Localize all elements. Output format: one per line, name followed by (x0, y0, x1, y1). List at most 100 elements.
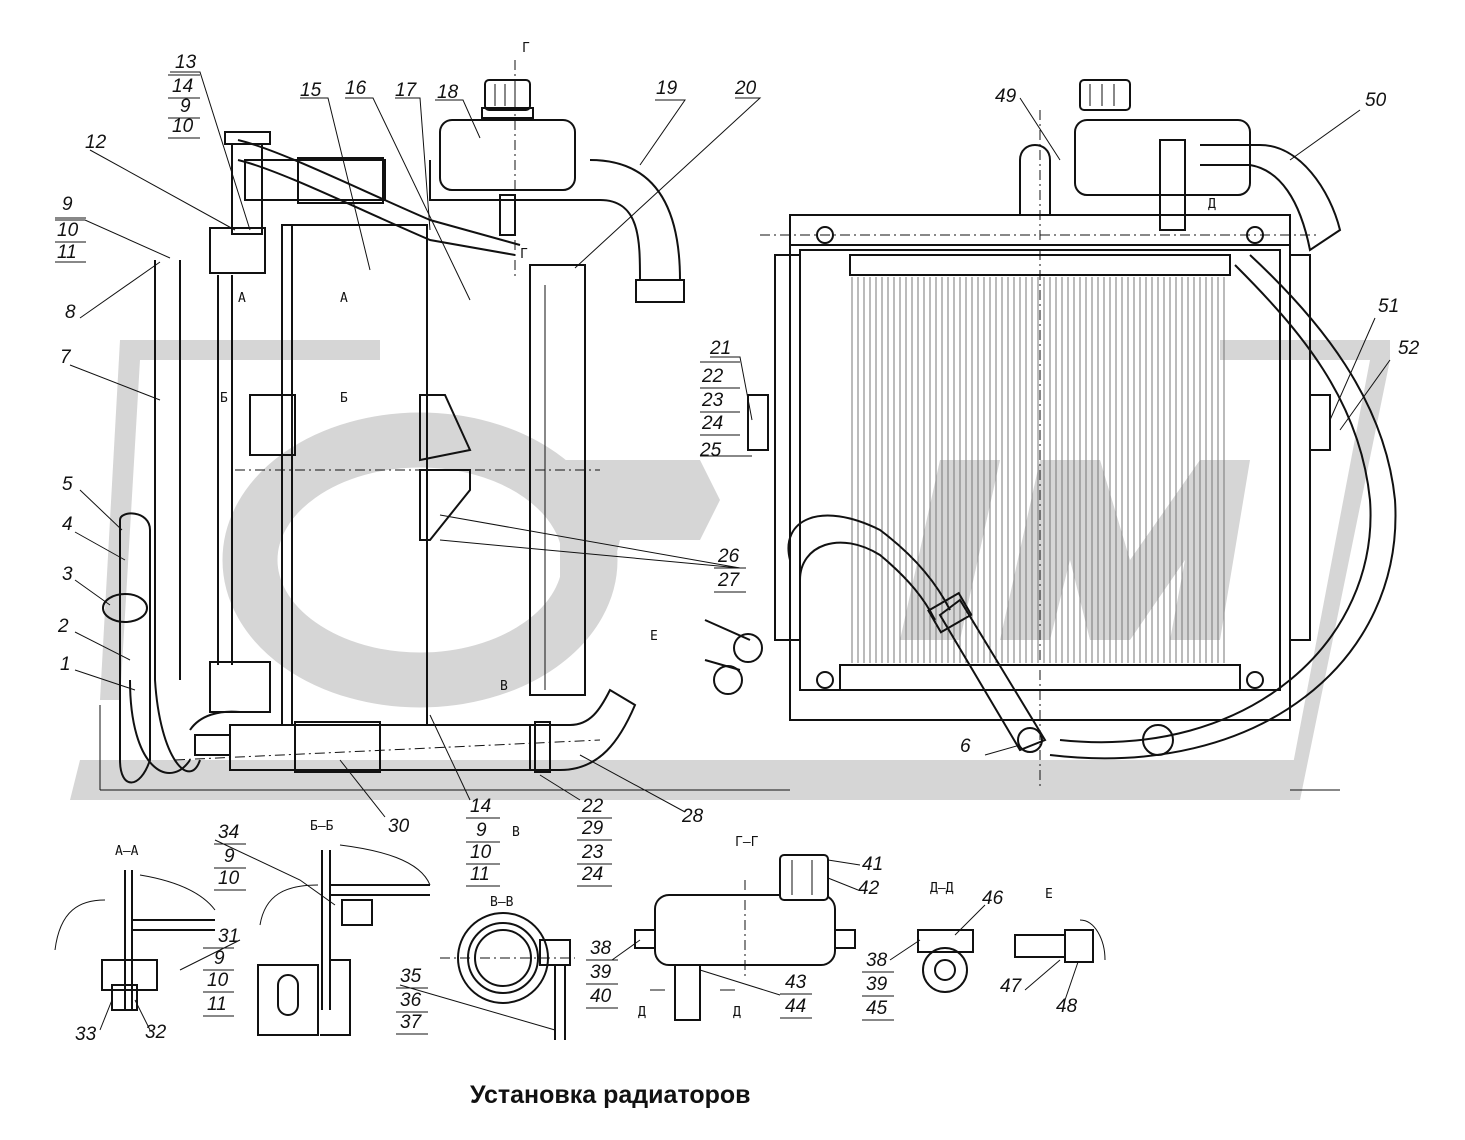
drawing-title: Установка радиаторов (470, 1081, 751, 1109)
section-mark-g-low: Г (520, 247, 528, 262)
callout-9: 9 (62, 194, 73, 215)
callout-16: 16 (345, 78, 367, 99)
callout-22: 22 (701, 366, 724, 387)
callout-underlines (55, 74, 894, 1035)
callout-27: 27 (717, 570, 741, 591)
callout-49: 49 (995, 86, 1017, 107)
callout-28: 28 (681, 806, 704, 827)
section-mark-b-left: Б (220, 391, 228, 406)
callout-46: 46 (982, 888, 1004, 909)
callout-35: 35 (400, 966, 422, 987)
callout-41: 41 (862, 854, 883, 875)
callout-9b: 9 (180, 96, 191, 117)
section-mark-b-right: Б (340, 391, 348, 406)
callout-10: 10 (57, 220, 79, 241)
section-mark-v-top: В (500, 679, 508, 694)
callout-47: 47 (1000, 976, 1023, 997)
callout-21: 21 (709, 338, 731, 359)
section-g-g (634, 854, 856, 1021)
leader-lines (55, 71, 1391, 1031)
section-mark-d-left: Д (638, 1005, 646, 1020)
callouts: 1 2 3 4 5 6 7 8 9 10 11 12 13 14 9 10 15… (57, 52, 1420, 1045)
left-radiator-side-view (99, 60, 790, 791)
section-mark-a-left: А (238, 291, 246, 306)
callout-1: 1 (60, 654, 71, 675)
view-title-e: Е (1045, 887, 1053, 902)
callout-34: 34 (218, 822, 239, 843)
callout-22b: 22 (581, 796, 604, 817)
callout-42: 42 (858, 878, 880, 899)
callout-2: 2 (57, 616, 69, 637)
callout-51: 51 (1378, 296, 1399, 317)
callout-12: 12 (85, 132, 107, 153)
callout-33: 33 (75, 1024, 97, 1045)
callout-50: 50 (1365, 90, 1387, 111)
callout-14: 14 (172, 76, 193, 97)
callout-40: 40 (590, 986, 612, 1007)
section-title-d-d: Д–Д (930, 881, 954, 896)
callout-9e: 9 (214, 948, 225, 969)
callout-10c: 10 (470, 842, 492, 863)
section-mark-v-bottom: В (512, 825, 520, 840)
callout-4: 4 (62, 514, 73, 535)
callout-25: 25 (699, 440, 722, 461)
section-mark-d: Д (1208, 197, 1216, 212)
callout-23: 23 (701, 390, 724, 411)
callout-10e: 10 (207, 970, 229, 991)
callout-7: 7 (60, 347, 72, 368)
section-title-v-v: В–В (490, 895, 514, 910)
callout-5: 5 (62, 474, 73, 495)
callout-15: 15 (300, 80, 322, 101)
section-labels: Г Г А А Б Б В В Е Д А–А Б–Б В–В Г–Г Д–Д … (115, 41, 1216, 1020)
view-mark-e: Е (650, 629, 658, 644)
callout-30: 30 (388, 816, 410, 837)
callout-10d: 10 (218, 868, 240, 889)
radiator-core-fins (851, 277, 1225, 663)
callout-23b: 23 (581, 842, 604, 863)
callout-24b: 24 (581, 864, 603, 885)
callout-29: 29 (581, 818, 604, 839)
callout-39b: 39 (866, 974, 888, 995)
callout-52: 52 (1398, 338, 1420, 359)
callout-9d: 9 (224, 846, 235, 867)
callout-10b: 10 (172, 116, 194, 137)
callout-26: 26 (717, 546, 740, 567)
section-mark-g-top: Г (522, 41, 530, 56)
section-mark-a-right: А (340, 291, 348, 306)
callout-24: 24 (701, 413, 723, 434)
section-b-b (257, 844, 431, 1036)
callout-36: 36 (400, 990, 422, 1011)
section-d-d (917, 929, 974, 993)
callout-8: 8 (65, 302, 76, 323)
callout-11: 11 (57, 242, 77, 263)
callout-31: 31 (218, 926, 239, 947)
callout-43: 43 (785, 972, 807, 993)
pipe-detail-e (704, 619, 763, 695)
section-title-g-g: Г–Г (735, 835, 759, 850)
section-mark-d-right: Д (733, 1005, 741, 1020)
callout-18: 18 (437, 82, 459, 103)
section-title-b-b: Б–Б (310, 819, 334, 834)
callout-45: 45 (866, 998, 888, 1019)
callout-6: 6 (960, 736, 971, 757)
callout-14b: 14 (470, 796, 491, 817)
right-radiator-front-view (747, 79, 1397, 791)
callout-19: 19 (656, 78, 678, 99)
callout-11c: 11 (470, 864, 490, 885)
callout-9c: 9 (476, 820, 487, 841)
section-title-a-a: А–А (115, 844, 139, 859)
callout-32: 32 (145, 1022, 167, 1043)
section-v-v (440, 912, 575, 1040)
callout-48: 48 (1056, 996, 1078, 1017)
callout-38: 38 (590, 938, 612, 959)
section-a-a (54, 870, 216, 1011)
callout-20: 20 (734, 78, 757, 99)
callout-39: 39 (590, 962, 612, 983)
callout-38b: 38 (866, 950, 888, 971)
view-e (1014, 919, 1106, 963)
callout-37: 37 (400, 1012, 423, 1033)
callout-44: 44 (785, 996, 806, 1017)
callout-17: 17 (395, 80, 418, 101)
callout-11e: 11 (207, 994, 227, 1015)
